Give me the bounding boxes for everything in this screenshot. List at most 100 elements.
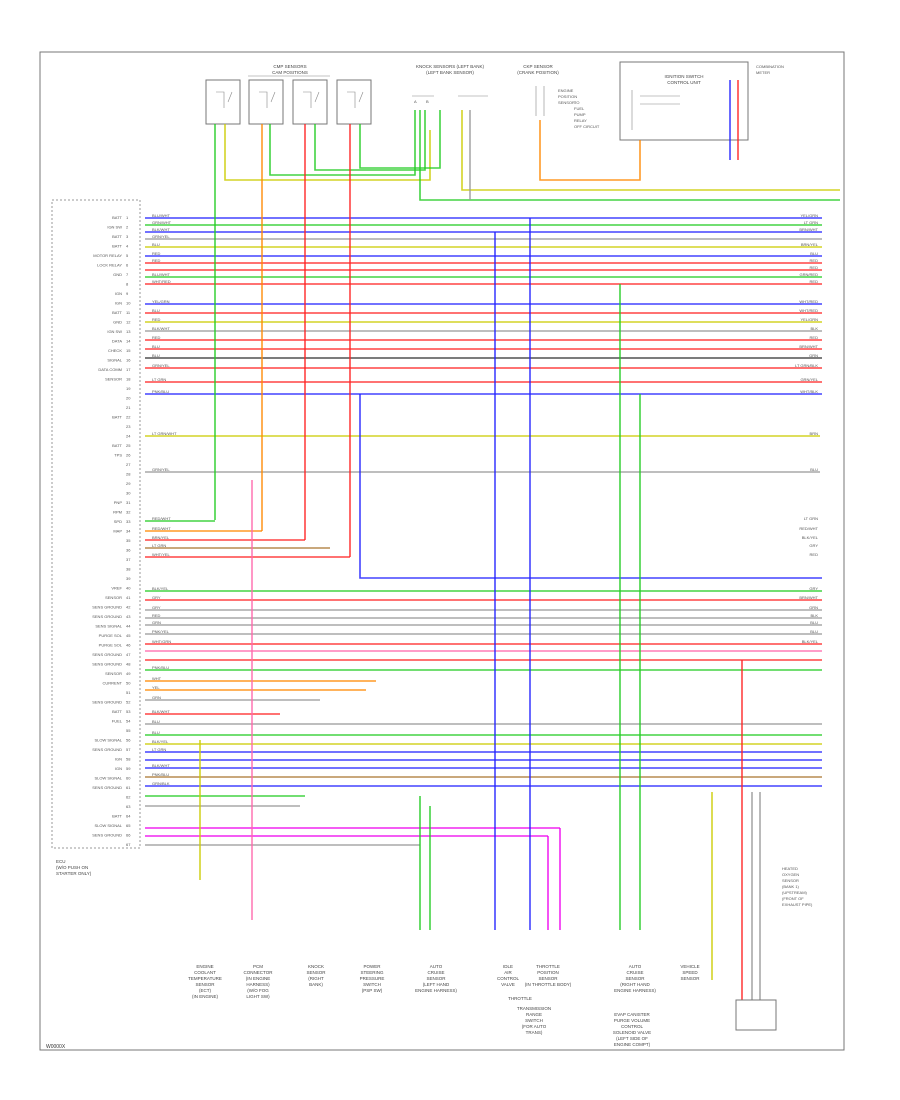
wire-label-left: BLK/YEL <box>152 739 169 744</box>
ecu-pin-number: 50 <box>126 681 131 686</box>
ecu-pin-number: 24 <box>126 434 131 439</box>
bottom-caption-c10: RANGE <box>526 1012 542 1017</box>
knock-sensor-group: KNOCK SENSORS (LEFT BANK) (LEFT BANK SEN… <box>412 64 488 104</box>
ecu-pin-label: SENS GROUND <box>92 700 122 705</box>
cmp-sensor-group: CMP SENSORS CAM POSITIONS <box>205 64 372 125</box>
bottom-caption-c10: TRANS) <box>526 1030 543 1035</box>
ckp-title-2: (CRANK POSITION) <box>517 70 559 75</box>
ecu-pin-number: 55 <box>126 728 131 733</box>
ckp-text-3: SENSOR <box>558 100 575 105</box>
relay-text-3: PUMP <box>574 112 586 117</box>
wire-label-left: GRY <box>152 605 161 610</box>
ecu-pin-number: 21 <box>126 405 131 410</box>
bottom-caption-c5: AUTO <box>430 964 443 969</box>
ecu-pin-number: 25 <box>126 443 131 448</box>
wire-label-right: BLU <box>810 629 818 634</box>
ecu-pin-number: 26 <box>126 453 131 458</box>
bottom-caption-c4: STEERING <box>360 970 384 975</box>
cmp-sensor-4 <box>336 79 372 125</box>
ecu-pin-number: 9 <box>126 291 129 296</box>
wire-label-left: PNK/BLU <box>152 772 169 777</box>
wire-label-right: WHT/RED <box>799 299 818 304</box>
combo-meter-2: METER <box>756 70 770 75</box>
ecu-pin-number: 19 <box>126 386 131 391</box>
bottom-caption-c5: ENGINE HARNESS) <box>415 988 457 993</box>
wire-cmp3-b <box>314 110 426 171</box>
ecu-pin-number: 4 <box>126 244 129 249</box>
wire-label-right: RED <box>810 258 819 263</box>
ecu-pin-label: SENS SIGNAL <box>95 624 122 629</box>
ecu-pin-label: BATT <box>112 310 122 315</box>
bottom-caption-c1: SENSOR <box>195 982 215 987</box>
bottom-caption-c6: CONTROL <box>497 976 519 981</box>
bottom-caption-c6: IDLE <box>503 964 513 969</box>
bottom-caption-c10: TRANSMISSION <box>517 1006 551 1011</box>
wire-label-left: LT GRN <box>152 543 166 548</box>
bottom-caption-c2: PCM <box>253 964 263 969</box>
bottom-caption-c10: (FOR AUTO <box>522 1024 547 1029</box>
wire-label-left: WHT <box>152 676 162 681</box>
ecu-pin-number: 12 <box>126 320 131 325</box>
ecu-pin-label: PNP <box>114 500 123 505</box>
ecu-pin-label: BATT <box>112 215 122 220</box>
bottom-caption-c8: (RIGHT HAND <box>620 982 650 987</box>
bottom-caption-c7: SENSOR <box>538 976 558 981</box>
wire-label-left: BLU <box>152 719 160 724</box>
wire-label-right: RED <box>810 279 819 284</box>
ecu-pin-number: 29 <box>126 481 131 486</box>
ecu-pin-number: 51 <box>126 690 131 695</box>
wire-knock-a <box>419 110 840 201</box>
wire-label-left: BLK/YEL <box>152 586 169 591</box>
bottom-caption-c3: SENSOR <box>306 970 326 975</box>
wire-label-left: BLU <box>152 242 160 247</box>
bottom-caption-c2: (IN ENGINE <box>246 976 271 981</box>
bottom-caption-c4: POWER <box>363 964 381 969</box>
wire-label-right: BLU <box>810 251 818 256</box>
ecu-pin-label: FUEL <box>112 719 123 724</box>
bottom-caption-c1: (ECT) <box>199 988 211 993</box>
cmp-sensor-2 <box>248 79 284 125</box>
wire-label-right: YEL/GRN <box>800 317 818 322</box>
ecu-caption-1: ECU <box>56 859 66 864</box>
ecu-pin-label: SENS GROUND <box>92 614 122 619</box>
ecu-pin-number: 31 <box>126 500 131 505</box>
ecu-pin-number: 17 <box>126 367 131 372</box>
ecu-pin-number: 67 <box>126 842 131 847</box>
ecu-pin-number: 16 <box>126 358 131 363</box>
wire-loop-blue <box>359 394 822 579</box>
ecu-pin-label: SENS GROUND <box>92 833 122 838</box>
wire-label-left: RED <box>152 613 161 618</box>
ecu-pin-number: 15 <box>126 348 131 353</box>
ecu-pin-number: 43 <box>126 614 131 619</box>
ecu-pin-number: 34 <box>126 529 131 534</box>
immobilizer-group: IGNITION SWITCH CONTROL UNIT COMBINATION… <box>619 61 784 141</box>
combo-meter-1: COMBINATION <box>756 64 784 69</box>
ecu-pin-number: 5 <box>126 253 129 258</box>
wire-label-left: BLU <box>152 308 160 313</box>
wire-label-left: BLU/WHT <box>152 213 171 218</box>
wire-label-left: BLU <box>152 730 160 735</box>
right-note: OXYGEN <box>782 872 799 877</box>
ecu-pin-label: IGN SW <box>107 225 122 230</box>
ecu-pin-label: SENSOR <box>105 595 122 600</box>
bottom-caption-c4: (PSP SW) <box>362 988 383 993</box>
ecu-pin-number: 7 <box>126 272 129 277</box>
wire-label-right: BLK <box>810 613 818 618</box>
ecu-pin-label: SENS GROUND <box>92 605 122 610</box>
wire-label-left: LT GRN/WHT <box>152 431 177 436</box>
right-note: (FRONT OF <box>782 896 804 901</box>
bottom-caption-c11: PURGE VOLUME <box>614 1018 650 1023</box>
ecu-pin-number: 62 <box>126 795 131 800</box>
ecu-pin-number: 53 <box>126 709 131 714</box>
ecu-pin-label: IGN <box>115 301 122 306</box>
bottom-components <box>735 999 777 1031</box>
immobilizer-box <box>619 61 749 141</box>
ecu-pin-number: 52 <box>126 700 131 705</box>
ckp-text-1: ENGINE <box>558 88 574 93</box>
bottom-caption-c9: VEHICLE <box>680 964 699 969</box>
wire-label-right: BRN/YEL <box>801 242 819 247</box>
ecu-pin-label: BATT <box>112 814 122 819</box>
ecu-pin-number: 46 <box>126 643 131 648</box>
